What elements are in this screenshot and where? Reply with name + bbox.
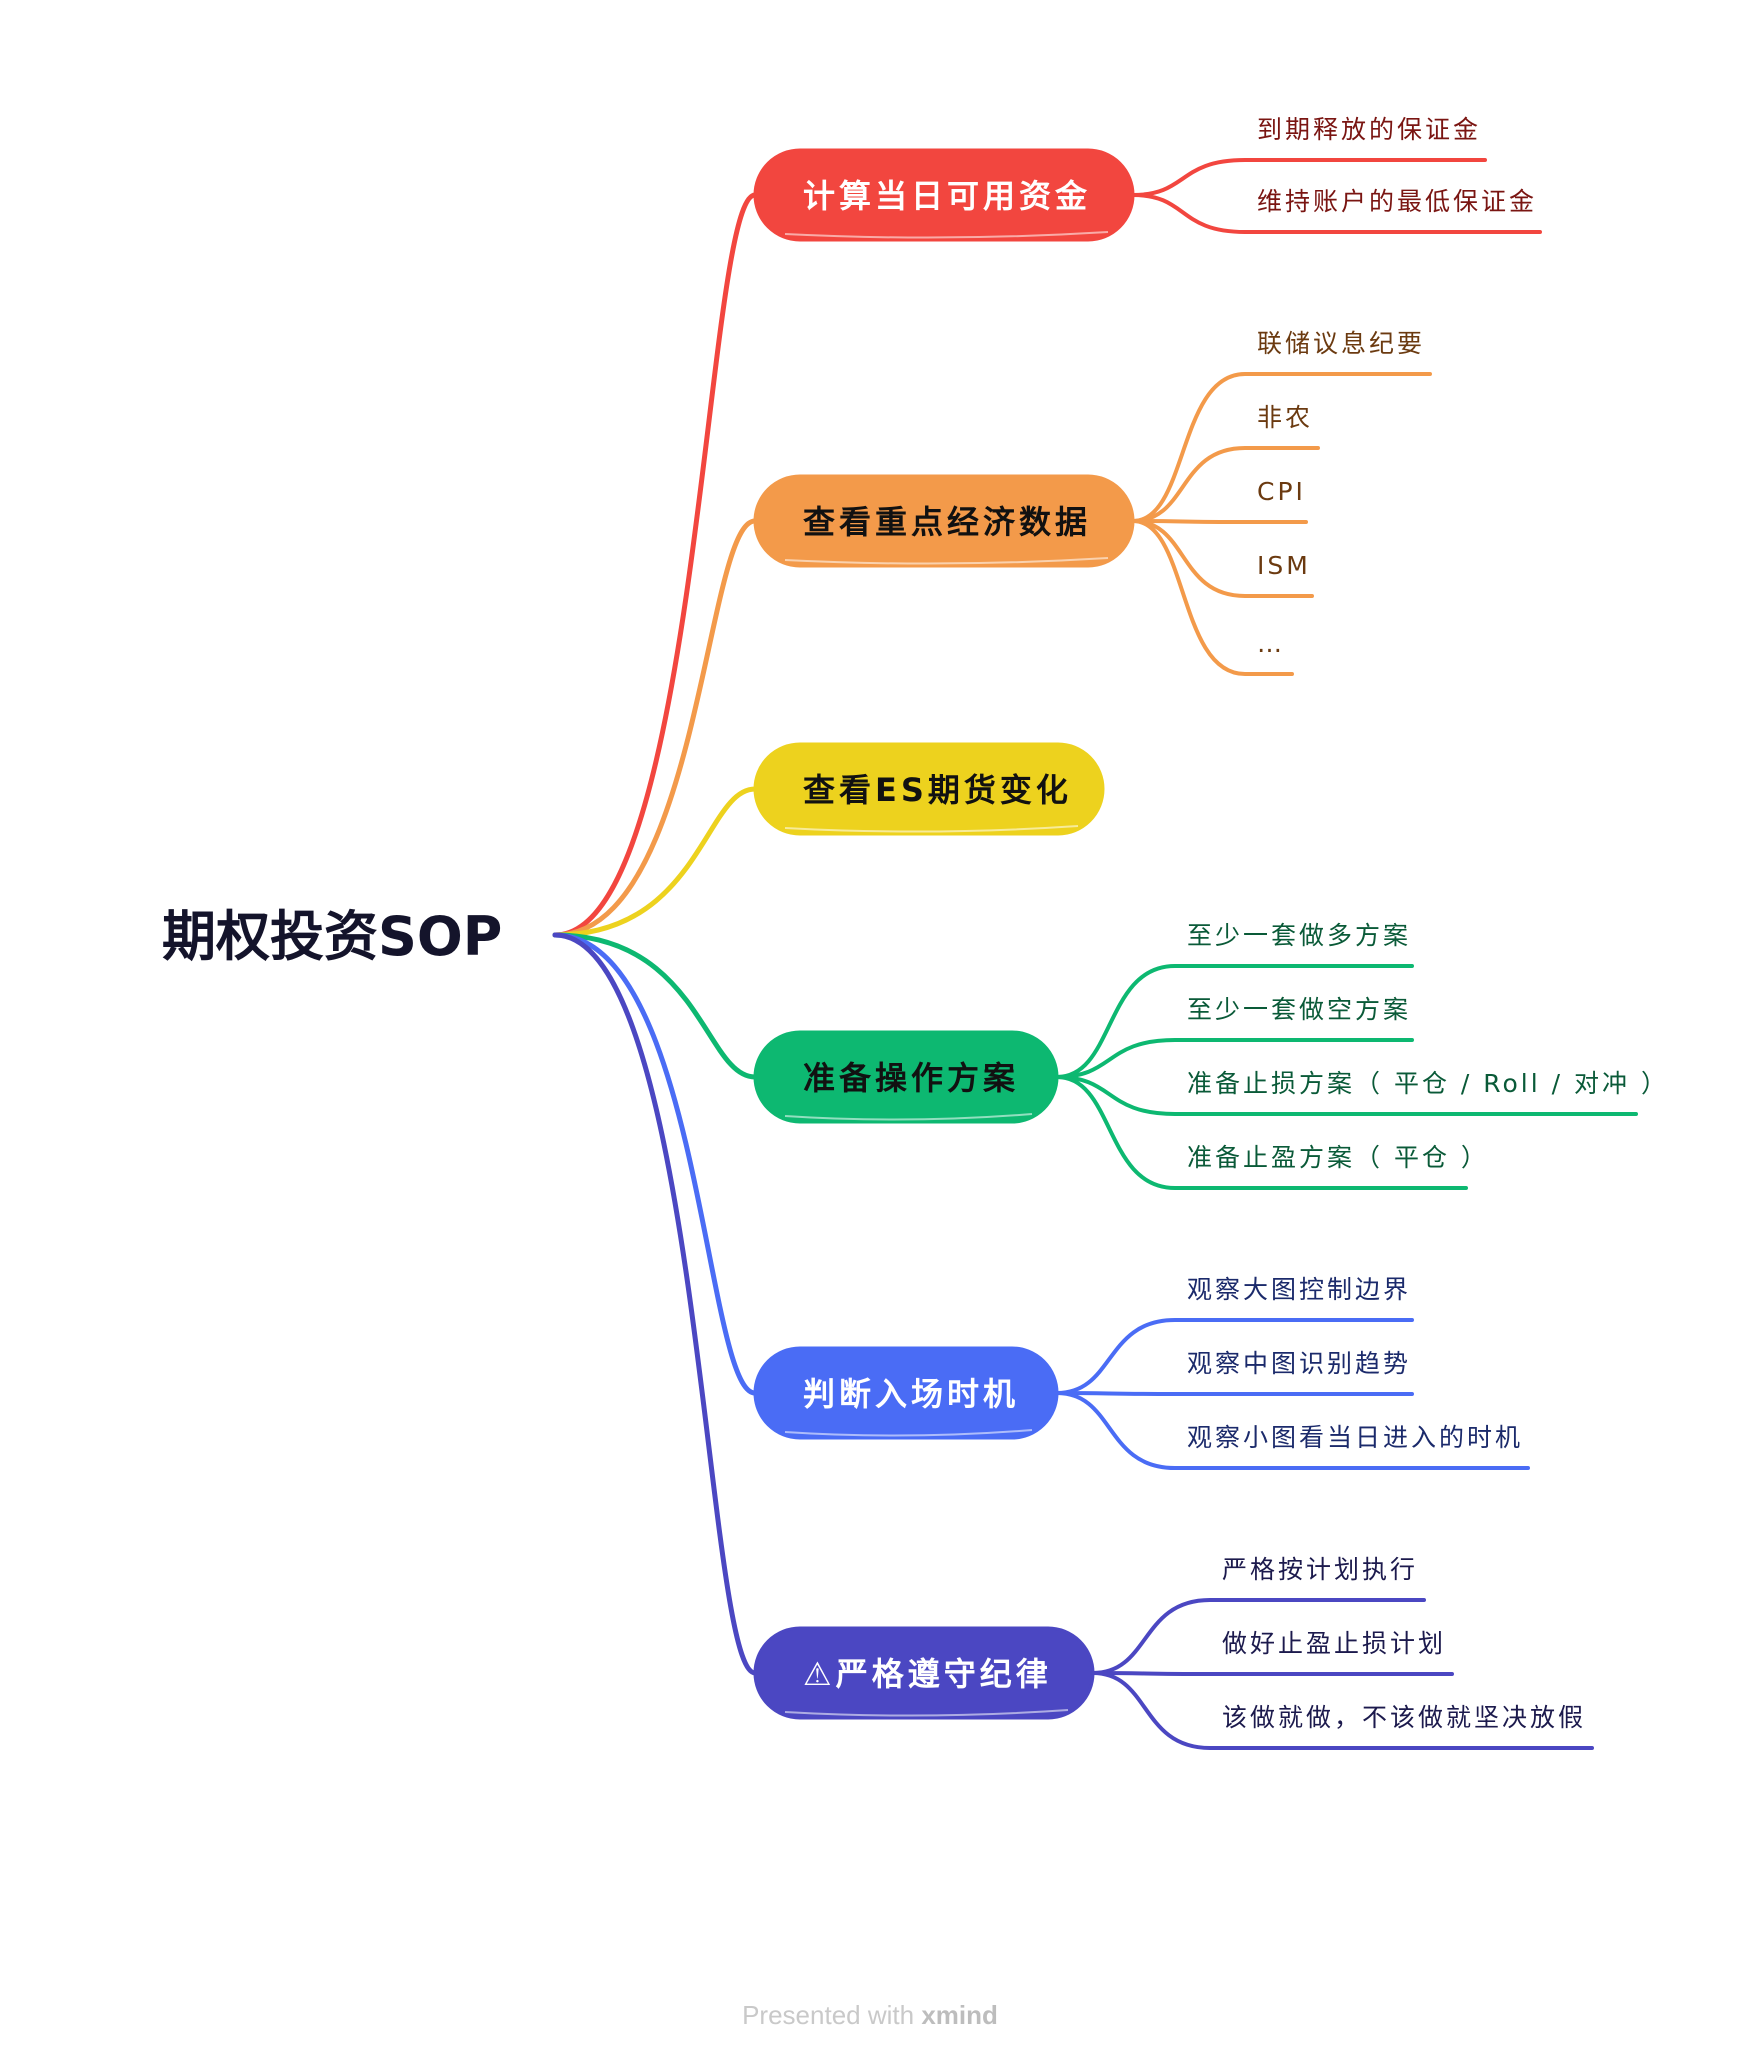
child-connector [1131, 372, 1432, 523]
pill-sketch-line [784, 557, 1109, 565]
pill-sketch-line [784, 1429, 1033, 1437]
child-topic[interactable]: 观察中图识别趋势 [1187, 1349, 1411, 1378]
branch-label: 查看重点经济数据 [803, 503, 1091, 541]
pill-sketch-line [784, 231, 1109, 239]
pill-sketch-line [784, 1709, 1069, 1717]
root-connector [552, 518, 758, 938]
child-topic[interactable]: 到期释放的保证金 [1257, 115, 1481, 144]
child-topic[interactable]: 准备止损方案（ 平仓 / Roll / 对冲 ） [1187, 1069, 1669, 1098]
child-connector [1091, 1671, 1454, 1676]
footer-prefix: Presented with [742, 2000, 922, 2030]
branch-label: 判断入场时机 [803, 1375, 1019, 1413]
branch-label: 计算当日可用资金 [803, 177, 1091, 215]
child-connector [1091, 1598, 1426, 1675]
child-topic[interactable]: … [1257, 629, 1285, 658]
branch-label: ⚠严格遵守纪律 [803, 1655, 1052, 1693]
child-topic[interactable]: 联储议息纪要 [1257, 329, 1425, 358]
branch-label: 准备操作方案 [803, 1059, 1019, 1097]
child-connector [1131, 193, 1542, 234]
child-topic[interactable]: 非农 [1257, 403, 1313, 432]
root-connector [552, 786, 758, 938]
child-connector [1055, 1038, 1414, 1079]
root-connector [552, 932, 758, 1396]
footer-brand: xmind [921, 2000, 998, 2030]
root-topic: 期权投资SOP [162, 905, 502, 968]
child-connector [1131, 519, 1314, 598]
child-topic[interactable]: 做好止盈止损计划 [1222, 1629, 1446, 1658]
child-topic[interactable]: 严格按计划执行 [1222, 1555, 1418, 1584]
child-topic[interactable]: 至少一套做多方案 [1187, 921, 1411, 950]
child-topic[interactable]: 观察小图看当日进入的时机 [1187, 1423, 1523, 1452]
child-topic[interactable]: 该做就做，不该做就坚决放假 [1222, 1703, 1586, 1732]
child-connector [1091, 1671, 1594, 1750]
pill-sketch-line [784, 1113, 1033, 1121]
branch-label: 查看ES期货变化 [803, 771, 1072, 809]
root-connector [552, 932, 758, 1080]
child-connector [1055, 1318, 1414, 1395]
child-topic[interactable]: 准备止盈方案（ 平仓 ） [1187, 1143, 1489, 1172]
child-connector [1131, 446, 1320, 523]
branch-b3: 查看ES期货变化 [552, 742, 1105, 938]
root-connector [552, 932, 758, 1676]
branch-pill[interactable] [753, 742, 1105, 836]
child-topic[interactable]: 至少一套做空方案 [1187, 995, 1411, 1024]
child-connector [1055, 964, 1414, 1079]
child-topic[interactable]: CPI [1257, 477, 1306, 506]
child-connector [1131, 158, 1487, 197]
child-connector [1131, 519, 1308, 524]
child-connector [1055, 1075, 1638, 1116]
child-topic[interactable]: 观察大图控制边界 [1187, 1275, 1411, 1304]
child-connector [1055, 1391, 1530, 1470]
child-connector [1055, 1075, 1468, 1190]
root-connector [552, 192, 758, 938]
child-connector [1131, 519, 1294, 676]
child-topic[interactable]: 维持账户的最低保证金 [1257, 187, 1537, 216]
child-topic[interactable]: ISM [1257, 551, 1311, 580]
child-connector [1055, 1391, 1414, 1396]
footer-credit: Presented with xmind [0, 2000, 1740, 2031]
pill-sketch-line [784, 825, 1079, 833]
